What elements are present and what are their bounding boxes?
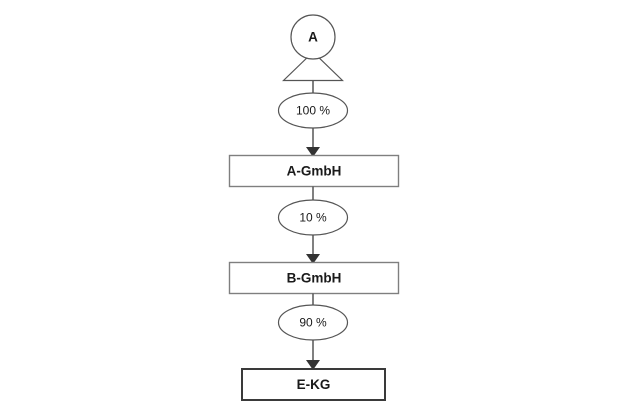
edge-label-text: 100 % [296, 104, 330, 118]
company-e-label: E-KG [297, 377, 331, 392]
edge-label-100-percent[interactable]: 100 % [277, 92, 349, 129]
edge-label-90-percent[interactable]: 90 % [277, 304, 349, 341]
node-company-b-gmbh[interactable]: B-GmbH [228, 261, 400, 295]
company-a-box [228, 154, 400, 188]
edge-label-ellipse [277, 304, 349, 341]
node-person-a[interactable]: A [282, 14, 344, 82]
person-head-circle-icon [290, 14, 336, 60]
node-company-a-gmbh[interactable]: A-GmbH [228, 154, 400, 188]
edge-label-ellipse [277, 199, 349, 236]
node-company-e-kg[interactable]: E-KG [241, 368, 386, 401]
connector-person-to-company-a [306, 80, 320, 157]
company-a-label: A-GmbH [287, 164, 342, 179]
company-b-box [228, 261, 400, 295]
connector-company-b-to-company-e [306, 293, 320, 370]
company-e-box [241, 368, 386, 401]
edge-label-ellipse [277, 92, 349, 129]
arrowhead-icon [306, 254, 320, 264]
edge-label-text: 90 % [299, 316, 327, 330]
connector-company-a-to-company-b [306, 186, 320, 264]
edge-label-10-percent[interactable]: 10 % [277, 199, 349, 236]
arrowhead-icon [306, 147, 320, 157]
person-label: A [308, 30, 318, 45]
arrowhead-icon [306, 360, 320, 370]
edge-label-text: 10 % [299, 211, 327, 225]
company-b-label: B-GmbH [287, 271, 342, 286]
